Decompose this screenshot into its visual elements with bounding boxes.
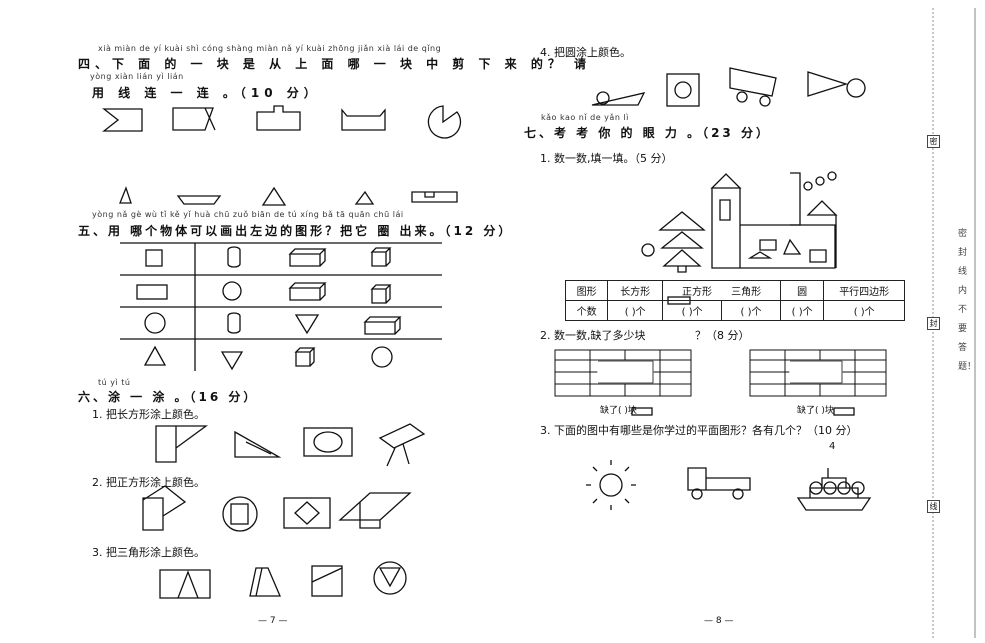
- shape-count-table: 图形长方形正方形 三角形圆平行四边形 个数( )个( )个( )个( )个( )…: [564, 280, 905, 321]
- seal-mark: 密: [927, 135, 940, 148]
- q6-title: 六、涂 一 涂 。（16 分）: [78, 390, 259, 404]
- missing-count-left[interactable]: 缺了( )块: [600, 406, 637, 416]
- q4-title-line2: 用 线 连 一 连 。（10 分）: [92, 86, 321, 100]
- page-number-left: — 7 —: [258, 616, 288, 626]
- seal-mark: 封: [927, 317, 940, 330]
- count-input[interactable]: ( )个: [721, 300, 781, 321]
- q7-sub3: 3. 下面的图中有哪些是你学过的平面图形？各有几个？（10 分）: [540, 424, 858, 437]
- q4-pinyin-2: yòng xiàn lián yì lián: [90, 72, 184, 81]
- q7-sub2-score: ？（8 分）: [695, 329, 750, 342]
- q6-sub3: 3. 把三角形涂上颜色。: [92, 546, 205, 559]
- table-cell: 个数: [564, 300, 609, 321]
- count-input[interactable]: ( )个: [779, 300, 825, 321]
- boat-number: 4: [829, 441, 836, 452]
- missing-count-right[interactable]: 缺了( )块: [797, 406, 834, 416]
- seal-mark: 线: [927, 500, 940, 513]
- table-header: 正方形 三角形: [662, 280, 781, 301]
- q7-sub1: 1. 数一数,填一填。（5 分）: [540, 152, 673, 165]
- q6-4: 4. 把圆涂上颜色。: [540, 46, 631, 59]
- table-header-triangle: 三角形: [731, 287, 762, 298]
- seal-line-notice: 密封线内不要答题！: [958, 229, 977, 372]
- count-input[interactable]: ( )个: [662, 300, 723, 321]
- q5-pinyin: yòng nǎ gè wù tǐ kě yǐ huà chū zuǒ biān …: [92, 210, 404, 219]
- table-header: 圆: [779, 280, 825, 301]
- q7-title: 七、考 考 你 的 眼 力 。（23 分）: [524, 126, 771, 140]
- q7-sub2: 2. 数一数,缺了多少块: [540, 329, 646, 342]
- count-input[interactable]: ( )个: [823, 300, 905, 321]
- q6-sub2: 2. 把正方形涂上颜色。: [92, 476, 205, 489]
- q6-sub1: 1. 把长方形涂上颜色。: [92, 408, 205, 421]
- table-header: 平行四边形: [823, 280, 905, 301]
- page-number-right: — 8 —: [704, 616, 734, 626]
- q6-pinyin: tú yì tú: [98, 378, 131, 387]
- table-header: 长方形: [607, 280, 664, 301]
- count-input[interactable]: ( )个: [607, 300, 664, 321]
- table-header-square: 正方形: [682, 287, 713, 298]
- q4-pinyin-1: xià miàn de yí kuài shì cóng shàng miàn …: [98, 44, 442, 53]
- q4-title-line1: 四、下 面 的 一 块 是 从 上 面 哪 一 块 中 剪 下 来 的？ 请: [78, 57, 592, 71]
- table-header: 图形: [564, 280, 609, 301]
- q5-title: 五、用 哪个物体可以画出左边的图形？把它 圈 出来。（12 分）: [78, 224, 514, 238]
- q7-pinyin: kǎo kao nǐ de yǎn lì: [541, 113, 629, 122]
